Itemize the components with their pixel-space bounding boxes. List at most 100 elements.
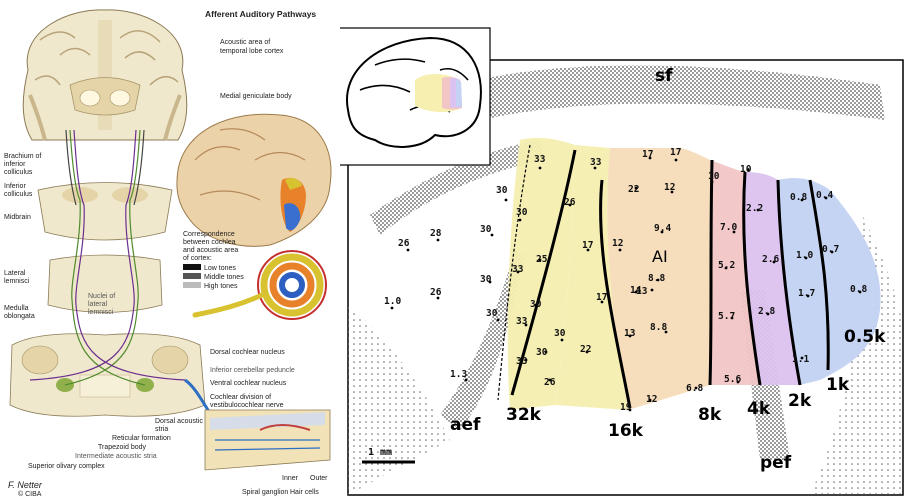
hair-cell-section bbox=[205, 410, 330, 470]
frequency-value: 30 bbox=[496, 185, 508, 196]
scale-bar-label: 1 mm bbox=[368, 447, 392, 458]
label-intermediate-stria: Intermediate acoustic stria bbox=[75, 453, 157, 460]
value-22: 17 bbox=[582, 240, 593, 251]
value-53: 0.8 bbox=[850, 284, 867, 295]
high-tone-swatch bbox=[183, 282, 201, 288]
frequency-value: 17 bbox=[596, 292, 607, 303]
frequency-value: 12 bbox=[664, 182, 675, 193]
label-ai: AI bbox=[652, 247, 668, 266]
value-35: 8.8 bbox=[650, 322, 667, 333]
value-28: 19 bbox=[620, 402, 632, 413]
value-39: 10 bbox=[708, 171, 720, 183]
frequency-value: 1.3 bbox=[450, 369, 467, 380]
medulla-section bbox=[10, 334, 205, 417]
value-6: 30 bbox=[480, 274, 492, 285]
label-hair-cells: Hair cells bbox=[290, 489, 319, 496]
value-44: 10 bbox=[740, 164, 752, 175]
frequency-value: 30 bbox=[480, 274, 492, 285]
frequency-value: 30 bbox=[516, 207, 528, 218]
band-0-5k: 0.5k bbox=[844, 327, 886, 347]
frequency-value: 10 bbox=[740, 164, 752, 175]
frequency-value: 22 bbox=[628, 184, 639, 195]
frequency-value: 8.8 bbox=[650, 322, 667, 333]
label-correspondence-2: between cochlea bbox=[183, 239, 236, 246]
tonotopic-map: 32k 16k 8k 4k 2k 1k 0.5k AI sf aef pef 1… bbox=[340, 0, 905, 498]
label-correspondence-4: of cortex: bbox=[183, 255, 212, 262]
label-reticular: Reticular formation bbox=[112, 435, 171, 442]
label-medulla: Medulla bbox=[4, 305, 29, 312]
frequency-value: 25 bbox=[536, 254, 548, 265]
value-12: 30 bbox=[530, 299, 542, 310]
band-16k: 16k bbox=[608, 421, 644, 441]
frequency-value: 0.7 bbox=[822, 244, 839, 255]
frequency-value: 9.4 bbox=[654, 223, 671, 234]
label-nuclei-lateral-3: lemnisci bbox=[88, 309, 114, 316]
pathway-title: Afferent Auditory Pathways bbox=[205, 9, 316, 19]
frequency-value: 30 bbox=[554, 328, 566, 339]
frequency-value: 0.8 bbox=[850, 284, 867, 295]
value-50: 1.0 bbox=[796, 250, 813, 261]
frequency-value: 1.1 bbox=[792, 354, 809, 365]
label-inferior-cerebellar: Inferior cerebellar peduncle bbox=[210, 367, 295, 374]
frequency-value: 33 bbox=[516, 316, 528, 327]
label-midbrain: Midbrain bbox=[4, 214, 31, 221]
label-cochlear-division: Cochlear division of bbox=[210, 394, 271, 401]
frequency-value: 30 bbox=[480, 224, 492, 235]
label-nuclei-lateral-2: lateral bbox=[88, 301, 108, 308]
netter-signature: F. Netter bbox=[8, 480, 43, 490]
frequency-value: 26 bbox=[430, 287, 442, 298]
value-52: 1.7 bbox=[798, 288, 815, 299]
frequency-value: 10 bbox=[708, 171, 720, 182]
frequency-value: 5.6 bbox=[724, 374, 741, 385]
frequency-value: 2.8 bbox=[758, 306, 775, 317]
value-27: 13 bbox=[624, 328, 636, 339]
recording-site-dot bbox=[519, 219, 522, 222]
value-30: 12 bbox=[646, 394, 657, 405]
frequency-value: 1.0 bbox=[796, 250, 813, 261]
label-inferior-colliculus-2: colliculus bbox=[4, 191, 33, 198]
label-correspondence: Correspondence bbox=[183, 231, 235, 238]
value-29: 22 bbox=[628, 184, 639, 195]
recording-site-dot bbox=[561, 339, 564, 342]
frequency-value: 2.6 bbox=[762, 254, 779, 265]
lateral-brain-view bbox=[177, 114, 331, 246]
coronal-brain-section bbox=[23, 10, 187, 140]
label-acoustic-area-2: temporal lobe cortex bbox=[220, 48, 284, 55]
label-brachium: Brachium of bbox=[4, 153, 41, 160]
value-47: 2.8 bbox=[758, 306, 775, 317]
frequency-value: 1.0 bbox=[384, 296, 401, 307]
value-5: 26 bbox=[430, 287, 442, 299]
inset-brain bbox=[340, 28, 490, 165]
recording-site-dot bbox=[391, 307, 394, 310]
afferent-auditory-pathways-illustration: Afferent Auditory Pathways bbox=[0, 0, 340, 498]
label-correspondence-3: and acoustic area bbox=[183, 247, 238, 254]
frequency-value: 0.4 bbox=[816, 190, 833, 201]
label-middle-tones: Middle tones bbox=[204, 274, 244, 281]
frequency-value: 0.8 bbox=[790, 192, 807, 203]
frequency-value: 26 bbox=[544, 377, 556, 388]
frequency-value: 30 bbox=[530, 299, 542, 310]
label-trapezoid: Trapezoid body bbox=[98, 444, 146, 451]
frequency-value: 5.7 bbox=[718, 311, 735, 322]
frequency-value: 26 bbox=[398, 238, 410, 249]
ciba-copyright: © CIBA bbox=[18, 490, 42, 498]
value-48: 0.8 bbox=[790, 192, 807, 203]
value-36: 6.8 bbox=[686, 383, 703, 394]
frequency-value: 13 bbox=[624, 328, 636, 339]
value-54: 1.1 bbox=[792, 354, 809, 365]
recording-site-dot bbox=[539, 167, 542, 170]
value-16: 30 bbox=[536, 347, 548, 358]
label-spiral-ganglion: Spiral ganglion bbox=[242, 489, 288, 496]
frequency-value: 17 bbox=[642, 149, 653, 160]
value-34: 8.8 bbox=[648, 273, 665, 284]
value-21: 26 bbox=[544, 377, 556, 388]
band-8k: 8k bbox=[698, 405, 722, 425]
value-9: 1.3 bbox=[450, 369, 467, 381]
value-19: 26 bbox=[564, 197, 576, 208]
frequency-value: 33 bbox=[534, 154, 546, 165]
frequency-value: 17 bbox=[582, 240, 593, 251]
recording-site-dot bbox=[407, 249, 410, 252]
label-brachium-3: colliculus bbox=[4, 169, 33, 176]
label-nuclei-lateral: Nuclei of bbox=[88, 293, 115, 300]
value-13: 33 bbox=[516, 316, 528, 327]
